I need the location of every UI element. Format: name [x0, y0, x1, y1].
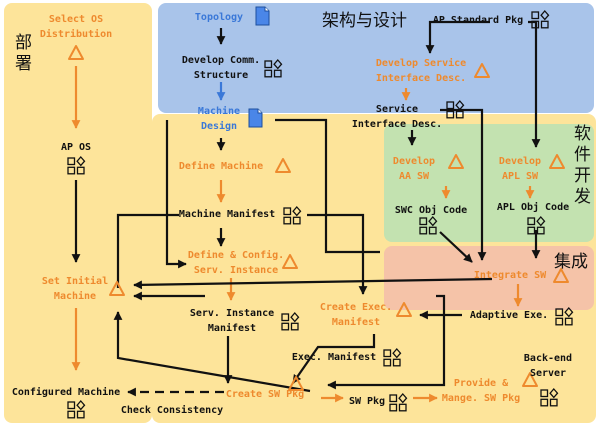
develop-comm-structure-label: Develop Comm. Structure — [181, 55, 261, 81]
apl-obj-code-label: APL Obj Code — [496, 202, 570, 213]
machine-manifest-label: Machine Manifest — [178, 209, 276, 220]
develop-apl-sw-task-icon — [549, 154, 565, 169]
deployment-region — [4, 3, 152, 423]
develop-aa-sw-task-label: Develop AA SW — [392, 156, 436, 182]
set-initial-machine-task-label: Set Initial Machine — [41, 276, 109, 302]
topology-label: Topology — [194, 12, 244, 23]
software-development-region — [384, 124, 594, 242]
develop-service-iface-task-label: Develop Service Interface Desc. — [375, 58, 467, 84]
create-sw-pkg-task-label: Create SW Pkg — [225, 389, 305, 400]
develop-service-iface-task-icon — [474, 63, 490, 78]
provide-manage-task-label: Provide & Mange. SW Pkg — [441, 378, 521, 404]
back-end-server-label: Back-end Server — [523, 353, 573, 379]
topology-document-icon — [255, 6, 270, 26]
define-machine-task-icon — [275, 158, 291, 173]
create-exec-manifest-task-icon — [396, 302, 412, 317]
swc-obj-code-artifact-icon — [419, 216, 438, 235]
swc-obj-code-label: SWC Obj Code — [394, 205, 468, 216]
configured-machine-artifact-icon — [67, 400, 86, 419]
adaptive-exe-artifact-icon — [555, 307, 574, 326]
serv-instance-manifest-label: Serv. Instance Manifest — [189, 308, 275, 334]
ap-os-label: AP OS — [60, 142, 92, 153]
machine-manifest-artifact-icon — [283, 206, 302, 225]
ap-standard-pkg-label: AP Standard Pkg — [432, 15, 524, 26]
architecture-design-region — [158, 3, 594, 113]
integrate-sw-task-label: Integrate SW — [473, 270, 547, 281]
orange-connectors — [71, 66, 535, 403]
black-connectors — [71, 20, 541, 397]
define-config-task-label: Define & Config. Serv. Instance — [187, 250, 285, 276]
service-iface-desc-label: Service Interface Desc. — [351, 104, 443, 130]
check-consistency-label: Check Consistency — [120, 405, 224, 416]
machine-design-label: Machine Design — [197, 106, 241, 132]
select-os-task-label: Select OS Distribution — [39, 14, 113, 40]
architecture-region-title: 架构与设计 — [322, 11, 407, 31]
adaptive-exe-label: Adaptive Exe. — [469, 310, 549, 321]
ap-os-artifact-icon — [67, 156, 86, 175]
define-machine-task-label: Define Machine — [178, 161, 264, 172]
create-exec-manifest-task-label: Create Exec. Manifest — [319, 302, 393, 328]
deployment-region-title: 部署 — [15, 33, 32, 74]
back-end-server-artifact-icon — [540, 388, 559, 407]
serv-instance-manifest-artifact-icon — [281, 312, 300, 331]
configured-machine-label: Configured Machine — [11, 387, 121, 398]
sw-pkg-label: SW Pkg — [348, 396, 386, 407]
software-dev-region-title: 软件开发 — [574, 124, 591, 207]
sw-pkg-artifact-icon — [389, 393, 408, 412]
select-os-task-icon — [68, 45, 84, 60]
develop-aa-sw-task-icon — [448, 154, 464, 169]
ap-standard-pkg-artifact-icon — [531, 10, 550, 29]
develop-apl-sw-task-label: Develop APL SW — [498, 156, 542, 182]
exec-manifest-artifact-icon — [383, 348, 402, 367]
integration-region-title: 集成 — [554, 252, 588, 272]
exec-manifest-label: Exec. Manifest — [291, 352, 377, 363]
